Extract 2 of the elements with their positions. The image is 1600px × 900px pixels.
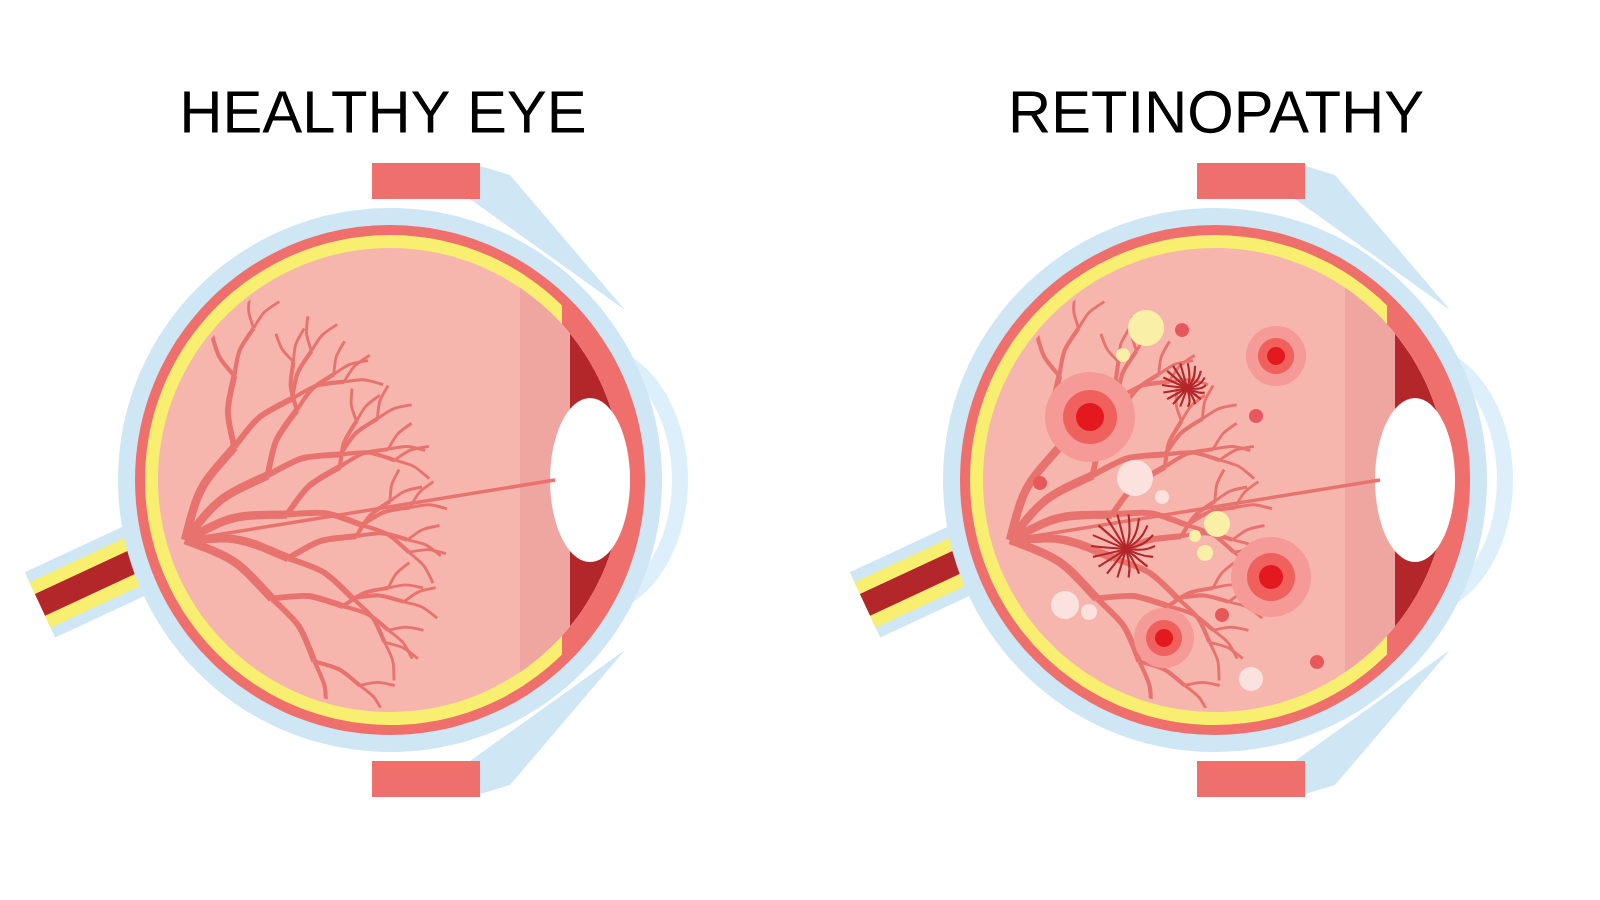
title: RETINOPATHY <box>1012 90 1423 134</box>
title: HEALTHY EYE <box>184 91 584 133</box>
